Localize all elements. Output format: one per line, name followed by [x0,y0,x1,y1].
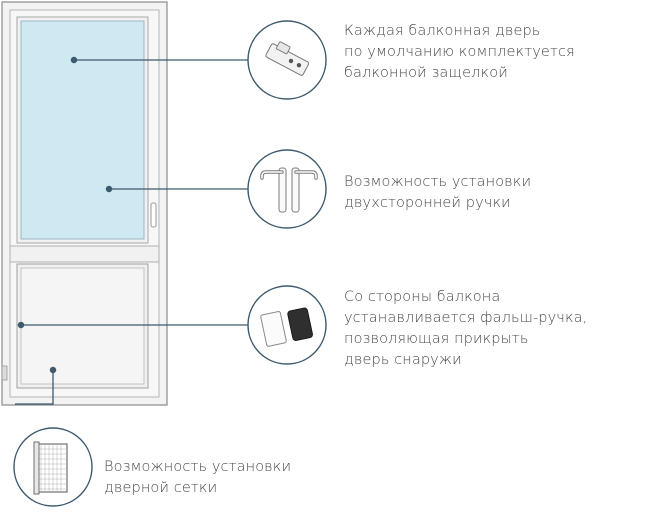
hinge [1,365,8,381]
feature-text-mesh: Возможность установки дверной сетки [104,457,291,499]
leader-dot-4 [49,366,57,374]
false-handle-icon [247,285,327,365]
feature-line: устанавливается фальш-ручка, [344,310,588,326]
glass-panel [20,20,145,240]
feature-line: дверь снаружи [344,352,462,368]
feature-line: двухсторонней ручки [344,195,511,211]
feature-line: по умолчанию комплектуется [344,44,575,60]
feature-text-latch: Каждая балконная дверь по умолчанию комп… [344,21,575,84]
feature-line: Каждая балконная дверь [344,23,541,39]
balcony-latch-icon [247,20,327,100]
feature-line: дверной сетки [104,480,218,496]
leader-line-4 [15,370,54,405]
door-handle-icon [247,149,327,229]
door-handle [150,202,157,228]
lower-panel-inner [20,267,145,385]
feature-line: Со стороны балкона [344,289,501,305]
leader-dot-2 [105,185,113,193]
feature-text-handle: Возможность установки двухсторонней ручк… [344,172,531,214]
door-mesh-icon [13,427,93,507]
feature-line: позволяющая прикрыть [344,331,529,347]
feature-line: балконной защелкой [344,65,508,81]
door-impost [9,245,160,263]
feature-text-false-handle: Со стороны балкона устанавливается фальш… [344,287,587,371]
leader-dot-3 [17,321,25,329]
feature-line: Возможность установки [104,459,292,475]
feature-line: Возможность установки [344,174,532,190]
leader-dot-1 [70,56,78,64]
